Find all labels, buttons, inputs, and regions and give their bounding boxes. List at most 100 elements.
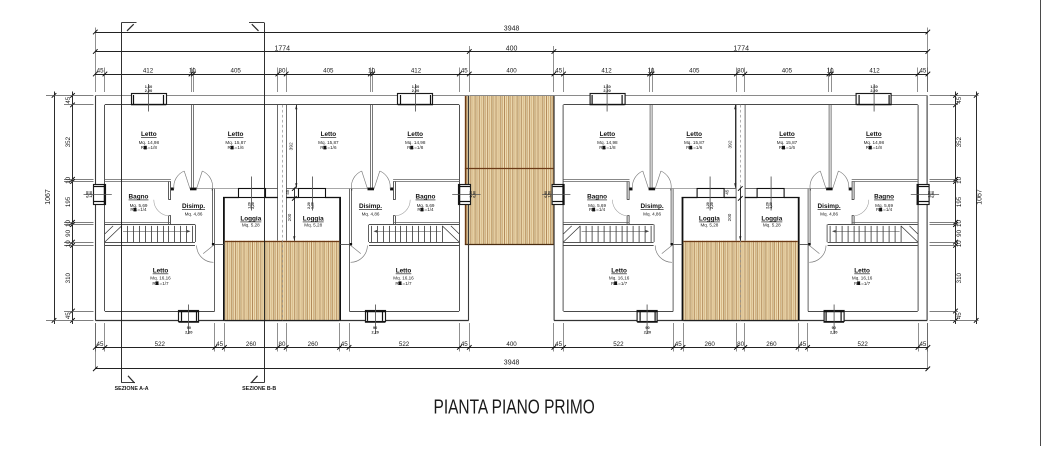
svg-text:2,20: 2,20: [307, 202, 311, 209]
svg-text:1,20: 1,20: [311, 202, 315, 209]
svg-text:Letto: Letto: [686, 131, 702, 138]
svg-text:Mq. 14,98: Mq. 14,98: [864, 140, 885, 145]
svg-text:522: 522: [399, 341, 410, 348]
svg-text:80: 80: [737, 341, 744, 348]
svg-text:45: 45: [461, 68, 468, 75]
svg-text:R.I.=1/6: R.I.=1/6: [686, 145, 703, 150]
svg-text:Mq. 5,69: Mq. 5,69: [417, 203, 435, 208]
svg-text:Letto: Letto: [600, 131, 616, 138]
svg-text:Letto: Letto: [153, 268, 169, 275]
svg-text:200: 200: [727, 213, 732, 221]
svg-text:2,20: 2,20: [870, 89, 877, 93]
svg-text:R.I.=1/4: R.I.=1/4: [876, 207, 893, 212]
svg-text:Letto: Letto: [321, 131, 337, 138]
svg-text:0,90: 0,90: [473, 191, 477, 198]
svg-text:0,90: 0,90: [544, 191, 548, 198]
svg-text:R.I.=1/4: R.I.=1/4: [417, 207, 434, 212]
svg-text:Loggia: Loggia: [240, 216, 261, 223]
svg-text:Disimp.: Disimp.: [641, 203, 664, 210]
svg-text:2,20: 2,20: [371, 331, 378, 335]
svg-text:Mq. 5,28: Mq. 5,28: [700, 222, 718, 227]
svg-text:R.I.=1/4: R.I.=1/4: [589, 207, 606, 212]
svg-text:45: 45: [724, 189, 729, 195]
svg-text:522: 522: [858, 341, 869, 348]
svg-text:SEZIONE B-B: SEZIONE B-B: [242, 386, 276, 392]
svg-text:R.I.=1/7: R.I.=1/7: [611, 281, 628, 286]
svg-text:R.I.=1/8: R.I.=1/8: [866, 145, 883, 150]
svg-text:Letto: Letto: [854, 268, 870, 275]
svg-text:Bagno: Bagno: [587, 194, 607, 201]
svg-text:Mq. 15,87: Mq. 15,87: [225, 140, 246, 145]
svg-text:Mq. 5,28: Mq. 5,28: [304, 222, 322, 227]
svg-text:Mq. 5,69: Mq. 5,69: [130, 203, 148, 208]
svg-text:Loggia: Loggia: [699, 216, 720, 223]
svg-text:Mq. 5,28: Mq. 5,28: [242, 222, 260, 227]
svg-text:10: 10: [65, 176, 72, 183]
svg-text:0,90: 0,90: [931, 191, 935, 198]
svg-text:400: 400: [506, 45, 518, 52]
svg-text:90: 90: [832, 326, 836, 330]
svg-text:Mq. 4,86: Mq. 4,86: [185, 211, 203, 216]
svg-text:90: 90: [187, 326, 191, 330]
svg-text:PIANTA PIANO PRIMO: PIANTA PIANO PRIMO: [434, 397, 595, 419]
svg-text:R.I.=1/6: R.I.=1/6: [320, 145, 337, 150]
svg-text:Bagno: Bagno: [416, 194, 436, 201]
svg-text:45: 45: [555, 68, 562, 75]
svg-text:2,20: 2,20: [830, 331, 837, 335]
svg-text:Mq. 15,87: Mq. 15,87: [777, 140, 798, 145]
svg-text:1067: 1067: [977, 189, 984, 205]
svg-text:45: 45: [956, 96, 963, 103]
svg-text:2,20: 2,20: [251, 202, 255, 209]
svg-text:260: 260: [705, 341, 716, 348]
svg-text:R.I.=1/4: R.I.=1/4: [130, 207, 147, 212]
svg-text:Mq. 14,98: Mq. 14,98: [405, 140, 426, 145]
svg-text:400: 400: [506, 341, 517, 348]
svg-text:Letto: Letto: [396, 268, 412, 275]
svg-text:80: 80: [279, 68, 286, 75]
svg-text:2,20: 2,20: [145, 89, 152, 93]
svg-text:400: 400: [506, 68, 517, 75]
svg-text:1,50: 1,50: [469, 191, 473, 198]
svg-text:SEZIONE A-A: SEZIONE A-A: [115, 386, 149, 392]
svg-text:Loggia: Loggia: [303, 216, 324, 223]
svg-text:Mq. 16,16: Mq. 16,16: [150, 275, 171, 280]
svg-text:45: 45: [799, 341, 806, 348]
svg-text:260: 260: [766, 341, 777, 348]
svg-text:45: 45: [919, 341, 926, 348]
svg-text:R.I.=1/7: R.I.=1/7: [854, 281, 871, 286]
svg-text:Letto: Letto: [779, 131, 795, 138]
svg-text:2,20: 2,20: [603, 89, 610, 93]
svg-text:Mq. 5,69: Mq. 5,69: [875, 203, 893, 208]
svg-text:45: 45: [216, 341, 223, 348]
svg-text:200: 200: [287, 213, 292, 221]
svg-text:1774: 1774: [733, 45, 749, 52]
svg-text:412: 412: [601, 68, 612, 75]
svg-text:R.I.=1/7: R.I.=1/7: [152, 281, 169, 286]
svg-text:1,50: 1,50: [548, 191, 552, 198]
svg-text:45: 45: [341, 341, 348, 348]
svg-text:R.I.=1/6: R.I.=1/6: [779, 145, 796, 150]
svg-text:1,60: 1,60: [603, 85, 610, 89]
svg-text:45: 45: [956, 312, 963, 319]
svg-text:Letto: Letto: [611, 268, 627, 275]
svg-text:1,20: 1,20: [247, 202, 251, 209]
svg-text:3948: 3948: [504, 360, 520, 367]
svg-text:412: 412: [143, 68, 154, 75]
svg-text:10: 10: [368, 68, 375, 75]
svg-text:Mq. 16,16: Mq. 16,16: [393, 275, 414, 280]
svg-text:R.I.=1/6: R.I.=1/6: [227, 145, 244, 150]
svg-text:45: 45: [65, 312, 72, 319]
svg-text:10: 10: [956, 176, 963, 183]
svg-text:352: 352: [956, 136, 963, 147]
svg-text:Mq. 16,16: Mq. 16,16: [609, 275, 630, 280]
svg-text:1,50: 1,50: [89, 191, 93, 198]
svg-text:392: 392: [289, 142, 295, 150]
svg-text:412: 412: [869, 68, 880, 75]
svg-text:Letto: Letto: [141, 131, 157, 138]
svg-text:392: 392: [728, 140, 734, 148]
svg-text:310: 310: [956, 272, 963, 283]
svg-text:Bagno: Bagno: [129, 194, 149, 201]
svg-text:Mq. 15,87: Mq. 15,87: [318, 140, 339, 145]
svg-text:Mq. 15,87: Mq. 15,87: [684, 140, 705, 145]
svg-text:405: 405: [689, 68, 700, 75]
